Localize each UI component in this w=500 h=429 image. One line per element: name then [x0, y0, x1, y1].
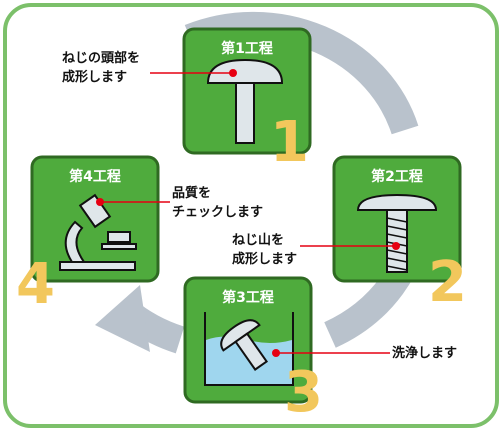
- step-number-2: 2: [428, 250, 467, 315]
- step-number-3: 3: [284, 360, 323, 425]
- step-title-1: 第1工程: [221, 41, 273, 57]
- screw-head-blank-icon: [206, 58, 284, 144]
- step-title-2: 第2工程: [371, 169, 423, 185]
- step-label-4: 品質を チェックします: [172, 186, 264, 220]
- screw-in-water-icon: [204, 312, 294, 386]
- leader-lines: [100, 72, 396, 354]
- step-label-2: ねじ山を 成形します: [232, 233, 298, 267]
- step-card-3: [183, 276, 313, 404]
- step-number-4: 4: [16, 252, 55, 317]
- step-card-1: [182, 27, 312, 155]
- step-label-3: 洗浄します: [392, 346, 458, 361]
- step-title-4: 第4工程: [69, 169, 121, 185]
- microscope-icon: [59, 193, 137, 271]
- arrow-head-icon: [95, 285, 150, 352]
- step-card-4: [30, 155, 160, 283]
- step-card-2: [332, 155, 462, 283]
- step-number-1: 1: [270, 110, 309, 175]
- threaded-screw-icon: [356, 193, 438, 273]
- step-title-3: 第3工程: [222, 290, 274, 306]
- step-label-1: ねじの頭部を 成形します: [62, 51, 141, 85]
